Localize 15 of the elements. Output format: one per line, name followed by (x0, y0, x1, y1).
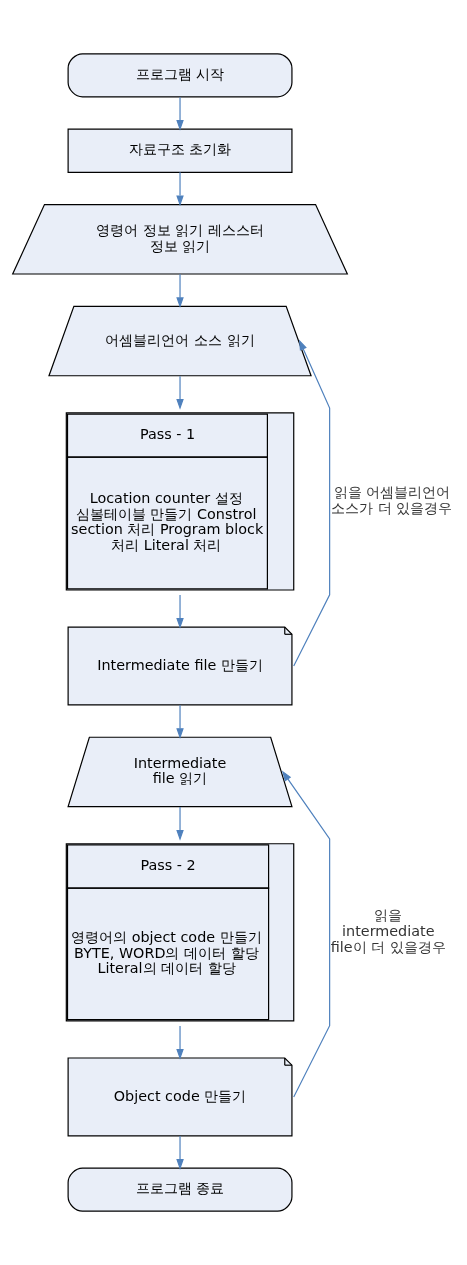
arrow (176, 171, 184, 207)
arrow (176, 96, 184, 131)
arrow (176, 1025, 184, 1060)
node-box: 프로그램 종료 (67, 1167, 293, 1212)
arrow (176, 704, 184, 740)
arrow (176, 806, 184, 841)
edge-label: 읽을 어셈블리언어 소스가 더 있을경우 (331, 484, 453, 516)
arrow (176, 1135, 184, 1170)
arrow (176, 594, 184, 629)
edge-label: 읽을 intermediate file이 더 있을경우 (330, 907, 446, 955)
node-box: 자료구조 초기화 (67, 128, 293, 173)
arrow (176, 375, 184, 410)
arrow (293, 339, 331, 667)
arrow (176, 273, 184, 309)
node-box: 프로그램 시작 (67, 53, 293, 98)
